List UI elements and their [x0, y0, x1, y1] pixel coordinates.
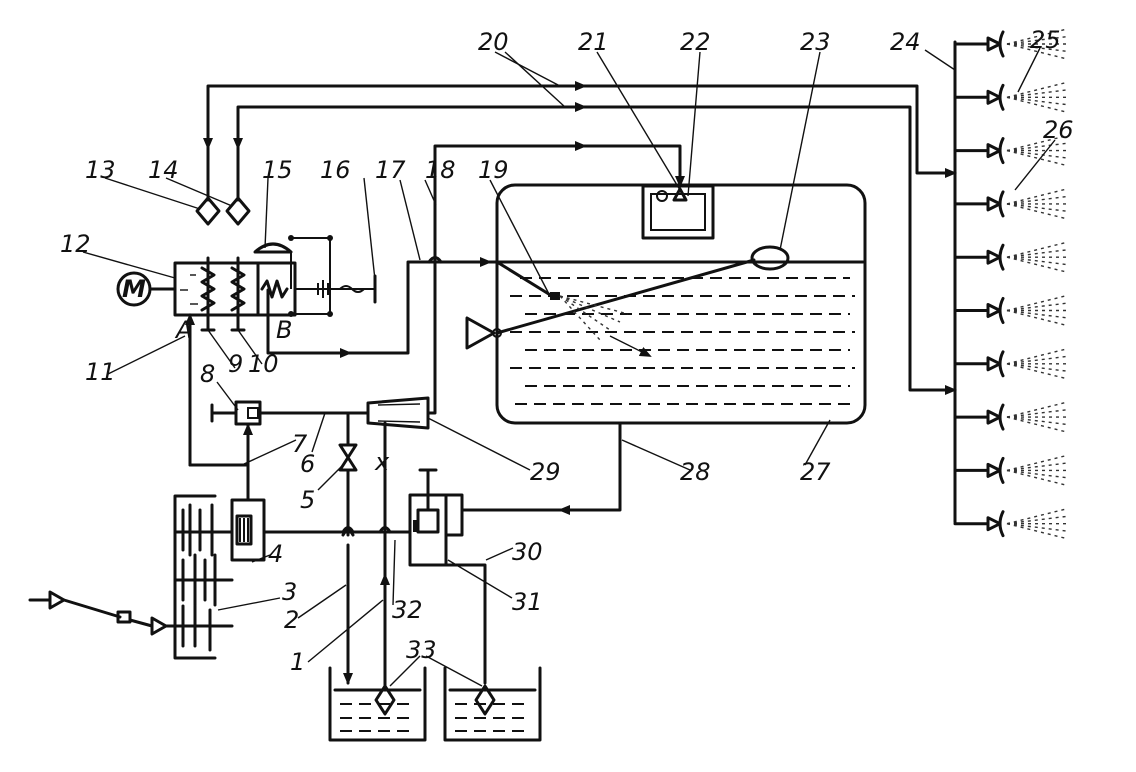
label-26: 26	[1043, 116, 1074, 144]
supply-lines	[206, 81, 957, 397]
x-mark: x	[374, 448, 390, 476]
port-a-label: A	[174, 316, 192, 344]
label-11: 11	[85, 358, 116, 386]
spray-nozzle	[953, 508, 1067, 539]
tank	[465, 183, 867, 425]
relief-valve	[408, 468, 464, 567]
pto-shaft	[28, 590, 177, 636]
pressure-regulator	[253, 235, 377, 317]
leader-lines	[82, 47, 1056, 687]
valve-10	[230, 256, 246, 332]
valve-8	[210, 400, 262, 426]
valve-5	[338, 443, 358, 472]
tank-water	[510, 277, 855, 405]
label-27: 27	[800, 458, 831, 486]
spray-nozzle	[953, 188, 1067, 220]
label-7: 7	[292, 430, 308, 458]
label-33: 33	[406, 636, 437, 664]
float-lever	[495, 258, 756, 335]
label-10: 10	[248, 350, 279, 378]
supply-tank-left	[328, 666, 427, 742]
label-5: 5	[300, 486, 315, 514]
pressure-spring	[260, 279, 289, 299]
label-20: 20	[478, 28, 509, 56]
label-32: 32	[392, 596, 423, 624]
valve-9	[200, 256, 216, 332]
label-22: 22	[680, 28, 711, 56]
spray-nozzle	[953, 82, 1067, 113]
motor-icon	[116, 271, 152, 307]
label-1: 1	[290, 648, 305, 676]
filter-14	[225, 196, 251, 226]
pump	[230, 498, 266, 562]
pipe-crossover	[427, 256, 443, 264]
agitator-pipe	[495, 260, 554, 298]
agitator-spray	[559, 295, 629, 341]
filter-13	[195, 196, 221, 226]
label-3: 3	[282, 578, 297, 606]
label-13: 13	[85, 156, 116, 184]
spray-nozzle	[953, 348, 1067, 379]
label-15: 15	[262, 156, 293, 184]
label-2: 2	[284, 606, 299, 634]
spray-nozzle	[953, 401, 1067, 433]
label-24: 24	[890, 28, 921, 56]
label-19: 19	[478, 156, 509, 184]
label-9: 9	[228, 350, 243, 378]
label-17: 17	[375, 156, 406, 184]
fill-valve	[672, 187, 688, 202]
ejector	[366, 396, 430, 430]
label-18: 18	[425, 156, 456, 184]
label-23: 23	[800, 28, 831, 56]
label-30: 30	[512, 538, 543, 566]
label-25: 25	[1030, 26, 1061, 54]
agitator-nozzle	[550, 292, 560, 300]
label-31: 31	[512, 588, 543, 616]
label-8: 8	[200, 360, 215, 388]
spray-nozzle	[953, 28, 1067, 60]
label-12: 12	[60, 230, 91, 258]
spray-nozzle	[953, 295, 1067, 326]
label-4: 4	[268, 540, 283, 568]
label-16: 16	[320, 156, 351, 184]
label-21: 21	[578, 28, 609, 56]
label-14: 14	[148, 156, 179, 184]
gearbox	[173, 494, 234, 660]
spray-nozzle	[953, 242, 1067, 273]
port-b-label: B	[276, 316, 292, 344]
intake-filter-left	[374, 684, 396, 716]
intake-filter-right	[474, 684, 496, 716]
label-29: 29	[530, 458, 561, 486]
label-28: 28	[680, 458, 711, 486]
supply-tank-right	[443, 666, 542, 742]
spray-nozzle	[953, 135, 1067, 166]
nozzle-group	[953, 28, 1067, 539]
part-labels: 13 14 15 16 17 18 19 20 21 22 23 24 25 2…	[60, 26, 1074, 676]
motor-label: M	[122, 275, 146, 303]
spray-nozzle	[953, 455, 1067, 486]
lever-pivot	[465, 316, 496, 350]
flow-arrow-inside-tank	[609, 335, 652, 357]
label-6: 6	[300, 450, 315, 478]
float	[750, 245, 790, 271]
